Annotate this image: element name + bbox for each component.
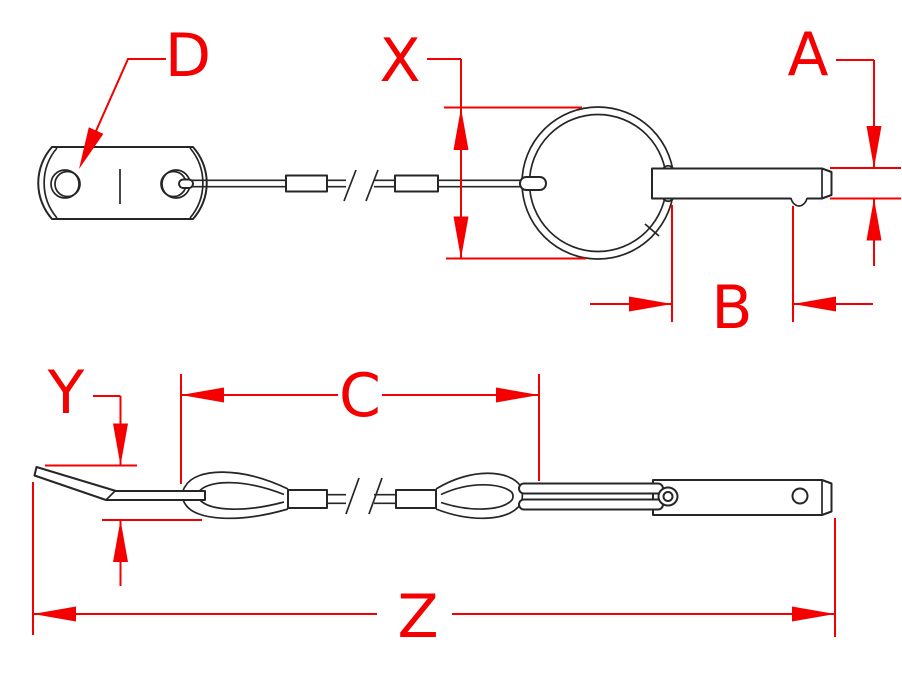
tab-right-inner-edge [189,147,204,219]
loop-inner [197,481,285,510]
break-line [343,169,357,202]
cable-strand-bottom [518,498,664,511]
break-line [345,477,360,515]
label-c: C [339,361,381,431]
y-arrowhead-down [113,423,128,466]
break-line [365,169,379,202]
b-arrowhead-right [793,296,836,312]
mounting-tab [37,146,208,220]
d-leader-line [83,58,166,159]
x-arrowhead-up [453,108,469,150]
dimension-a [830,59,901,266]
crimp-sleeve-1-side [287,489,328,509]
tab-profile-outline [33,466,206,501]
label-z: Z [397,582,439,652]
c-arrowhead-left [181,387,224,403]
crimp-sleeve-2-side [395,489,437,509]
dimension-d [79,58,166,169]
cable-end-swage-left [178,178,194,189]
ring-crossing-bottom [662,197,675,203]
tab-bend-crease [105,490,116,501]
dimension-c [180,374,540,484]
label-d: D [164,21,212,91]
detent-ball [790,197,808,207]
b-arrowhead-left [629,296,672,312]
label-a: A [787,20,829,90]
pin-body [651,167,833,200]
a-arrowhead-up [866,198,882,241]
y-arrowhead-up [113,520,128,562]
detent-ball-mask [791,196,807,206]
dimension-b [590,205,873,322]
label-y: Y [47,358,85,428]
pin-hole [791,487,809,505]
lanyard-cable-side [287,472,524,520]
c-arrowhead-right [496,387,539,403]
cable-end-swage-right [519,176,547,191]
detent-pin-top [651,164,833,207]
top-view [37,58,901,322]
z-arrowhead-right [792,606,835,622]
ring-split-mark [644,223,660,237]
side-view [32,374,836,637]
crimp-sleeve-2 [394,174,439,193]
tab-hole-left-chamfer [54,170,81,198]
tab-hole-left [50,169,80,199]
dimension-z [32,482,836,637]
x-arrowhead-down [453,216,469,259]
tab-outline [37,146,208,220]
label-b: B [711,273,753,343]
lanyard-cable-top [178,169,530,202]
a-arrowhead-down [866,126,882,168]
tab-left-inner-edge [43,147,58,219]
detent-pin-side [518,479,833,516]
loop-right-inner [440,484,514,510]
cable-strand-top [518,482,664,495]
dimension-x [427,58,586,260]
ring-inner [528,113,668,253]
d-arrowhead [79,127,104,169]
mounting-tab-profile [33,466,206,501]
label-x: X [379,26,421,96]
crimp-sleeve-1 [285,174,328,193]
dimension-y [45,395,202,586]
loop-right-outer [435,472,524,520]
pin-eyelet-inner [662,491,674,502]
ring-crossing-top [662,164,675,170]
z-arrowhead-left [33,606,76,622]
break-line [368,477,383,515]
